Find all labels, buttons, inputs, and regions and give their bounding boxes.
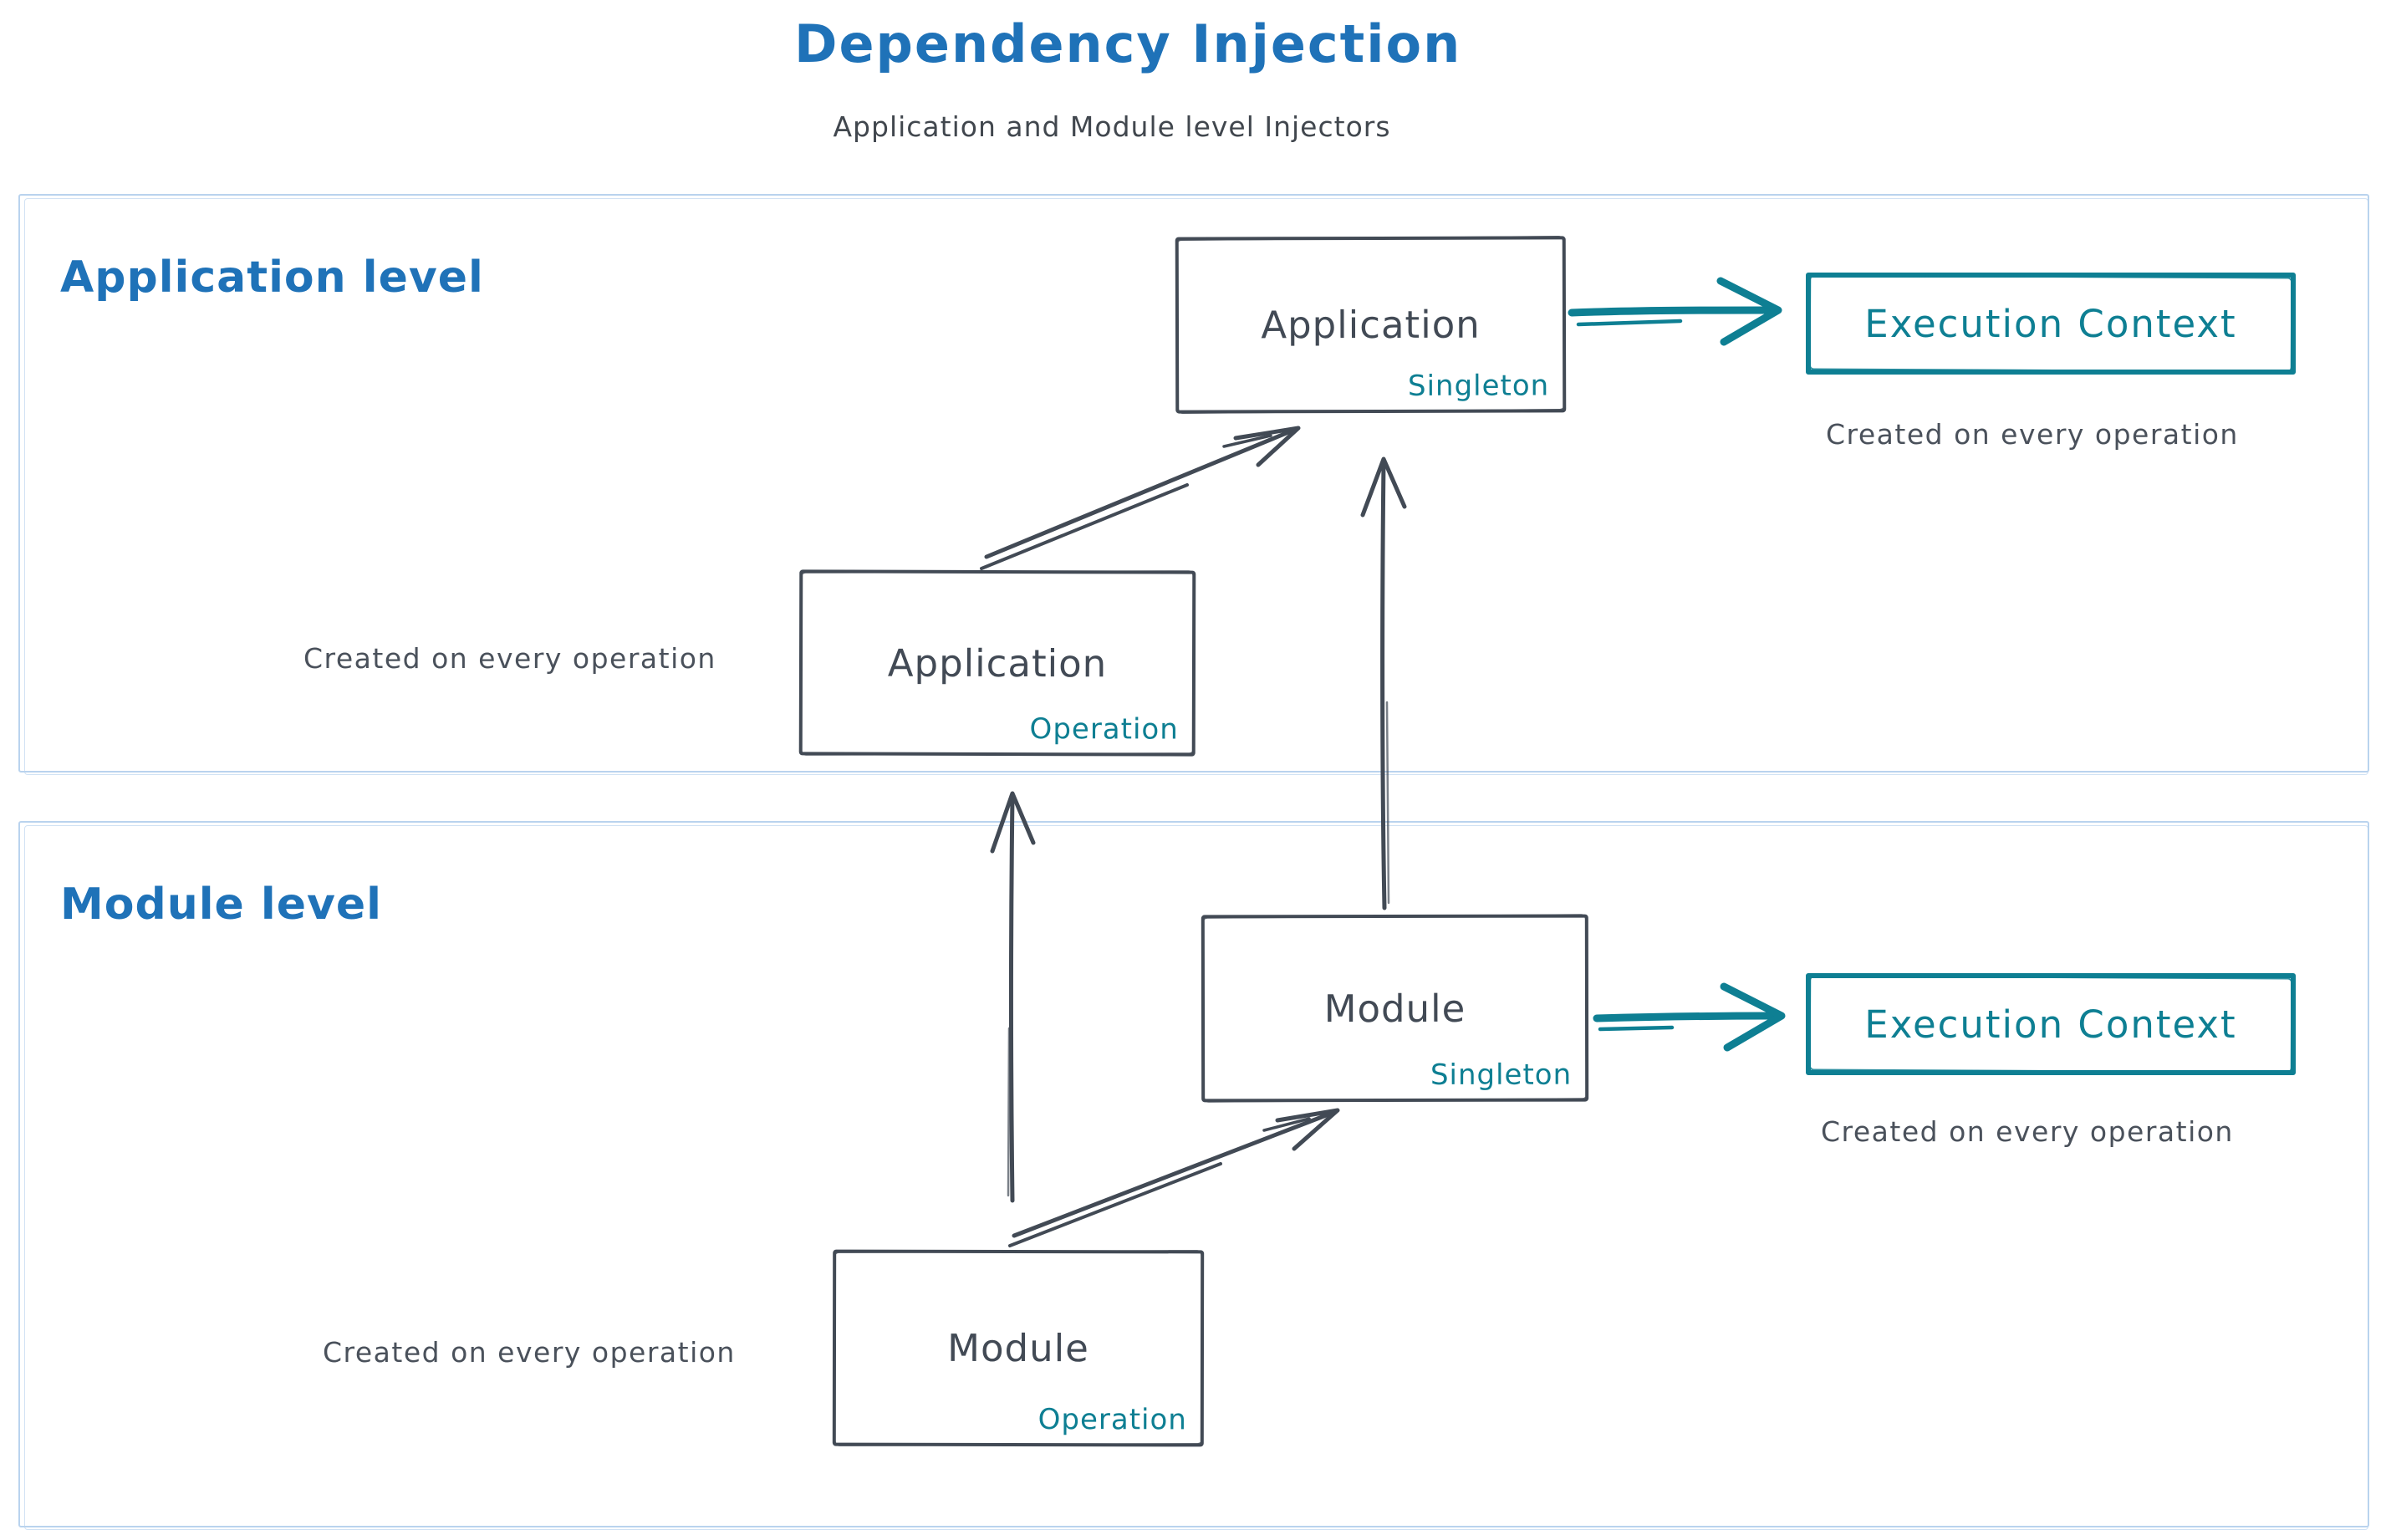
- application-operation-box: Application Operation: [798, 569, 1196, 757]
- module-operation-box: Module Operation: [832, 1249, 1205, 1447]
- application-operation-scope: Operation: [1029, 712, 1179, 747]
- application-execution-context-box: Execution Context: [1806, 273, 2296, 375]
- module-singleton-box: Module Singleton: [1201, 914, 1589, 1103]
- module-operation-scope: Operation: [1038, 1403, 1187, 1437]
- module-singleton-name: Module: [1323, 986, 1466, 1031]
- module-operation-caption: Created on every operation: [323, 1336, 736, 1369]
- application-singleton-name: Application: [1261, 302, 1481, 348]
- application-singleton-scope: Singleton: [1407, 369, 1550, 403]
- application-level-label: Application level: [60, 252, 484, 303]
- module-execution-context-box: Execution Context: [1806, 973, 2296, 1075]
- application-execution-context-label: Execution Context: [1864, 301, 2237, 346]
- page-subtitle: Application and Module level Injectors: [833, 110, 1391, 143]
- application-singleton-box: Application Singleton: [1175, 236, 1567, 414]
- module-execution-context-label: Execution Context: [1864, 1002, 2237, 1047]
- application-operation-caption: Created on every operation: [303, 642, 716, 675]
- module-level-label: Module level: [60, 880, 382, 930]
- application-execution-context-caption: Created on every operation: [1826, 418, 2239, 451]
- module-operation-name: Module: [947, 1325, 1089, 1371]
- module-singleton-scope: Singleton: [1430, 1058, 1573, 1092]
- page-title: Dependency Injection: [794, 13, 1462, 74]
- application-operation-name: Application: [887, 640, 1108, 686]
- module-execution-context-caption: Created on every operation: [1821, 1115, 2234, 1148]
